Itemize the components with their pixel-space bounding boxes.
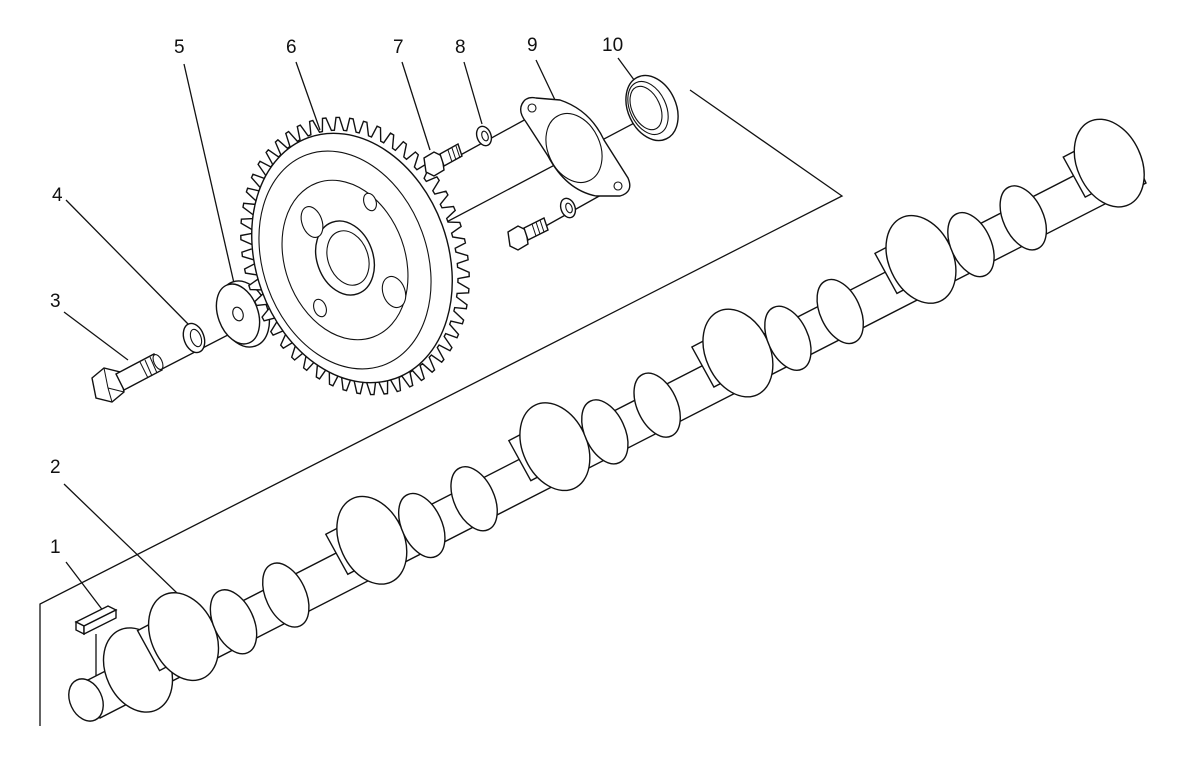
key-part bbox=[74, 605, 118, 688]
camshaft-part bbox=[68, 118, 1147, 722]
callout-9: 9 bbox=[527, 35, 538, 56]
camshaft-gear-part bbox=[240, 116, 470, 396]
leader-lines bbox=[63, 57, 641, 621]
bolt-part bbox=[91, 353, 164, 403]
small-washers-part bbox=[475, 125, 577, 219]
callout-4: 4 bbox=[52, 185, 63, 206]
seal-ring-part bbox=[625, 74, 679, 142]
thrust-washer-part bbox=[215, 280, 271, 348]
callout-10: 10 bbox=[602, 35, 624, 56]
cover-bolts-part bbox=[423, 142, 549, 251]
callout-3: 3 bbox=[50, 291, 61, 312]
assembly-boundary bbox=[39, 89, 844, 726]
callout-7: 7 bbox=[393, 37, 404, 58]
washer-part bbox=[182, 322, 206, 354]
callout-8: 8 bbox=[455, 37, 466, 58]
callout-1: 1 bbox=[50, 537, 61, 558]
callout-6: 6 bbox=[286, 37, 297, 58]
cover-plate-part bbox=[519, 96, 631, 197]
callout-2: 2 bbox=[50, 457, 61, 478]
callout-5: 5 bbox=[174, 37, 185, 58]
